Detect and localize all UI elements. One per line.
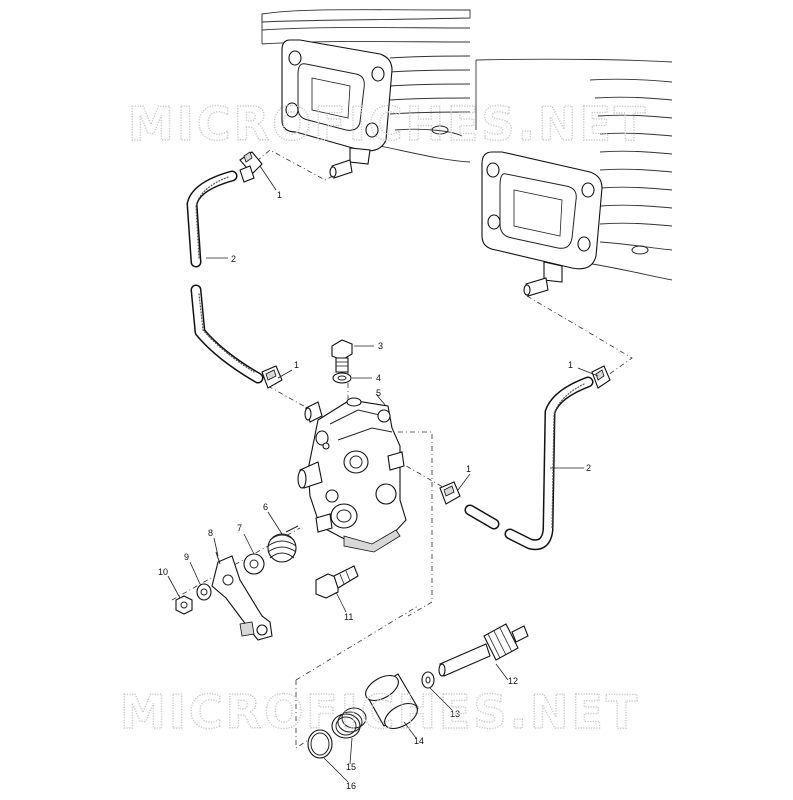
callout-2: 2 — [231, 254, 236, 264]
shaft-bushing — [365, 673, 419, 730]
oil-hose-left — [186, 170, 264, 384]
oil-hose-right — [464, 376, 594, 551]
callout-1: 1 — [277, 190, 282, 200]
watermark-bottom: MICROFICHES.NET — [120, 685, 640, 739]
callout-10: 10 — [158, 567, 168, 577]
callout-5: 5 — [376, 388, 381, 398]
pump-outlet-fitting — [304, 401, 323, 423]
hose-clamp — [239, 151, 263, 183]
callout-8: 8 — [208, 528, 213, 538]
callout-14: 14 — [414, 736, 424, 746]
hose-clamp — [261, 365, 283, 389]
callout-2: 2 — [586, 463, 591, 473]
return-spring — [267, 525, 299, 563]
oil-seal — [331, 707, 367, 739]
callout-3: 3 — [378, 341, 383, 351]
banjo-bolt — [331, 339, 353, 373]
callout-13: 13 — [450, 709, 460, 719]
callout-1: 1 — [294, 360, 299, 370]
shaft-washer — [421, 671, 435, 689]
o-ring — [307, 729, 333, 759]
callout-labels: 1 2 1 3 4 5 1 1 2 6 7 8 9 10 11 12 13 14… — [158, 190, 591, 791]
callout-9: 9 — [184, 552, 189, 562]
callout-15: 15 — [346, 762, 356, 772]
washer-9 — [196, 583, 212, 601]
callout-1: 1 — [568, 360, 573, 370]
callout-11: 11 — [344, 612, 353, 622]
leader-lines — [167, 165, 599, 783]
exhaust-flange-left — [281, 39, 393, 179]
pump-lever — [211, 551, 273, 641]
sealing-washer — [332, 372, 352, 384]
drive-gear-shaft — [438, 623, 529, 677]
callout-16: 16 — [346, 781, 356, 791]
washer-7 — [243, 553, 265, 575]
oil-pump-body — [297, 397, 407, 553]
pump-mounting-bolt — [315, 565, 359, 599]
hose-clamp — [591, 365, 611, 389]
callout-7: 7 — [237, 523, 242, 533]
callout-12: 12 — [508, 676, 518, 686]
hose-clamp — [439, 481, 461, 505]
lever-nut — [175, 595, 193, 615]
callout-4: 4 — [376, 373, 381, 383]
exhaust-flange-right — [481, 151, 603, 297]
callout-1: 1 — [466, 464, 471, 474]
watermark-top: MICROFICHES.NET — [128, 97, 648, 151]
callout-6: 6 — [263, 502, 268, 512]
